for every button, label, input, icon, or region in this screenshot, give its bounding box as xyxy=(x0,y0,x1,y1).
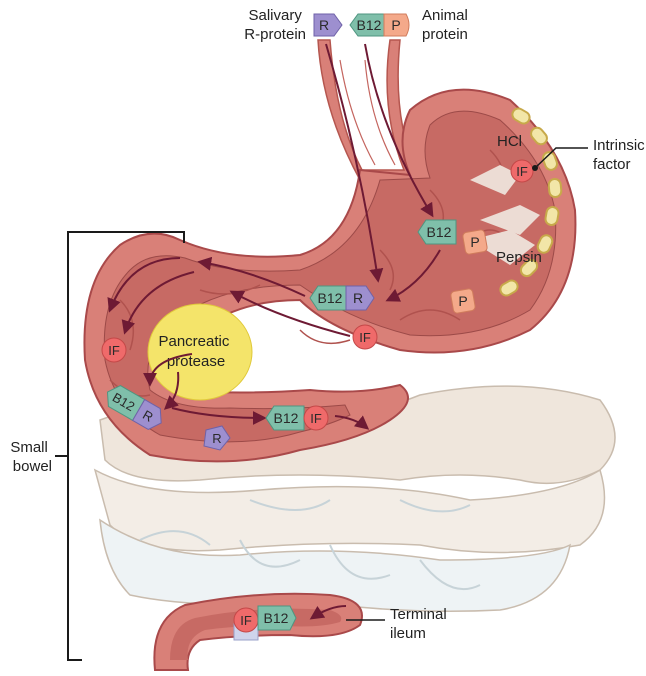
svg-text:IF: IF xyxy=(240,613,252,628)
svg-text:B12: B12 xyxy=(274,410,299,426)
svg-text:R: R xyxy=(353,290,363,306)
svg-text:R: R xyxy=(319,17,329,33)
svg-text:IF: IF xyxy=(310,411,322,426)
svg-text:P: P xyxy=(391,17,400,33)
svg-text:B12: B12 xyxy=(357,17,382,33)
svg-text:B12: B12 xyxy=(318,290,343,306)
svg-text:Small bowel: Small bowel xyxy=(10,439,52,475)
intrinsic-factor-duodenum-tag: IF xyxy=(102,338,126,362)
b12-free-tag: B12 xyxy=(418,220,456,244)
svg-text:Terminal ileum: Terminal ileum xyxy=(390,606,451,642)
intrinsic-factor-secreted-tag: IF xyxy=(511,160,533,182)
svg-text:R: R xyxy=(212,431,221,446)
salivary-r-protein-label: Salivary R-protein xyxy=(244,7,306,43)
svg-text:IF: IF xyxy=(516,164,528,179)
animal-protein-label: Animal protein xyxy=(422,7,472,43)
svg-text:P: P xyxy=(470,234,479,250)
svg-text:P: P xyxy=(458,293,467,309)
pancreas xyxy=(148,304,252,400)
protein-fragment-tag: P xyxy=(450,288,475,313)
terminal-ileum xyxy=(154,594,362,670)
svg-text:IF: IF xyxy=(359,330,371,345)
svg-text:B12: B12 xyxy=(264,610,289,626)
hcl-label: HCl xyxy=(497,133,522,150)
pepsin-digested-protein-tag: P xyxy=(462,229,487,254)
svg-text:Intrinsic factor: Intrinsic factor xyxy=(593,137,646,173)
salivary-r-protein-tag: R xyxy=(314,14,342,36)
b12-if-complex-tag: B12 IF xyxy=(266,406,328,430)
intrinsic-factor-stomach-tag: IF xyxy=(353,325,377,349)
pepsin-label: Pepsin xyxy=(496,249,542,266)
svg-text:B12: B12 xyxy=(427,224,452,240)
ileum-if-b12-complex-tag: IF B12 xyxy=(234,606,296,632)
animal-b12-protein-tag: B12 P xyxy=(350,14,409,36)
b12-r-complex-tag: B12 R xyxy=(310,286,374,310)
svg-text:IF: IF xyxy=(108,343,120,358)
